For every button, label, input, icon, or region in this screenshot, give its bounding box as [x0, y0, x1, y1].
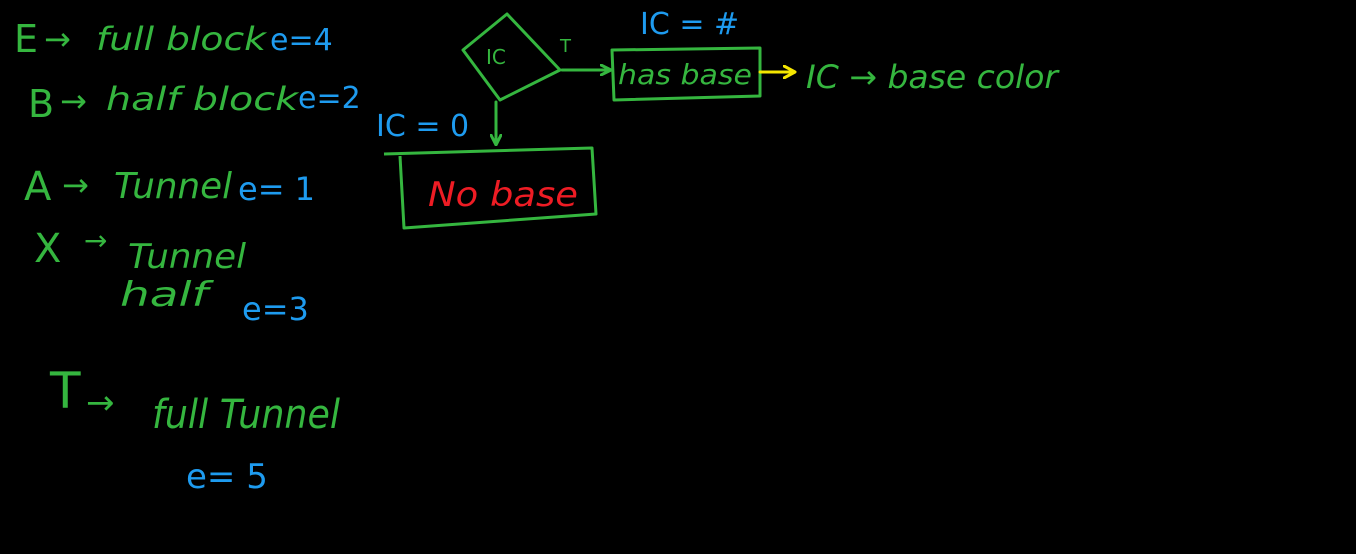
- legend-arrow-x: →: [84, 224, 107, 257]
- result-text: IC → base color: [806, 58, 1060, 96]
- legend-energy-a: e= 1: [238, 170, 315, 208]
- legend-key-x: X: [34, 226, 61, 272]
- legend-row-b: B → half block e=2: [28, 80, 361, 126]
- legend-key-a: A: [24, 164, 52, 210]
- legend-energy-t: e= 5: [186, 457, 268, 497]
- legend-desc-x: Tunnel: [128, 237, 247, 277]
- legend-arrow-a: →: [62, 166, 89, 204]
- legend-arrow-e: →: [44, 20, 71, 58]
- legend-energy-e: e=4: [270, 23, 333, 58]
- has-base-condition: IC = #: [640, 7, 739, 42]
- has-base-box: [610, 46, 762, 102]
- no-base-label: No base: [428, 175, 578, 215]
- flowchart: IC T IC = # has base IC → base color IC …: [376, 7, 1060, 230]
- decision-diamond: [461, 12, 562, 102]
- legend-arrow-b: →: [60, 82, 87, 120]
- legend-row-a: A → Tunnel e= 1: [24, 164, 315, 210]
- legend-desc-t: full Tunnel: [152, 392, 340, 438]
- decision-label: IC: [486, 45, 506, 69]
- legend-key-e: E: [14, 17, 38, 61]
- no-base-condition: IC = 0: [376, 109, 469, 144]
- legend-energy-x: e=3: [242, 290, 309, 328]
- legend-row-e: E → full block e=4: [14, 17, 333, 61]
- true-branch-label: T: [559, 36, 572, 57]
- legend-desc-e: full block: [96, 20, 268, 58]
- no-base-box: [383, 146, 598, 230]
- legend: E → full block e=4 B → half block e=2 A …: [14, 17, 361, 497]
- legend-arrow-t: →: [86, 383, 115, 423]
- has-base-label: has base: [618, 58, 752, 91]
- legend-desc-b: half block: [106, 80, 300, 118]
- legend-key-t: T: [49, 362, 81, 420]
- legend-desc2-x: half: [120, 275, 215, 315]
- legend-desc-a: Tunnel: [114, 166, 232, 207]
- legend-key-b: B: [28, 82, 54, 126]
- legend-energy-b: e=2: [298, 81, 361, 116]
- legend-row-x: X → Tunnel half e=3: [34, 224, 309, 328]
- legend-row-t: T → full Tunnel e= 5: [49, 362, 340, 497]
